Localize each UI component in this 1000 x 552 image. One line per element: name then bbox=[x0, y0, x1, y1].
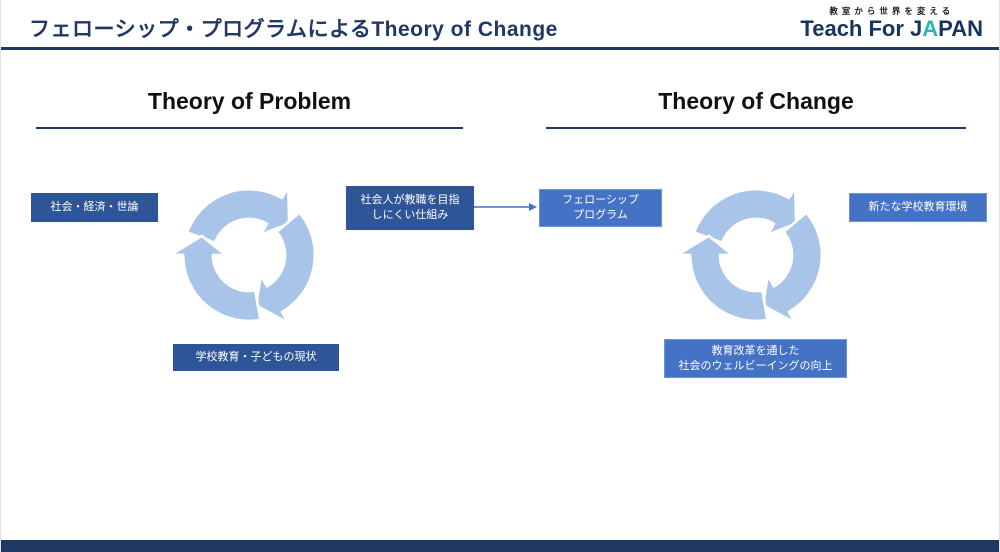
connector-arrow-icon bbox=[474, 203, 537, 211]
panel-heading-change: Theory of Change bbox=[546, 88, 966, 129]
box-school-education-status: 学校教育・子どもの現状 bbox=[173, 344, 339, 371]
cycle-diagram-problem bbox=[168, 185, 334, 340]
cycle-diagram-change bbox=[671, 170, 841, 340]
box-new-school-environment: 新たな学校教育環境 bbox=[849, 193, 987, 222]
brand-name: Teach For JAPAN bbox=[800, 16, 983, 41]
brand-name-accent: A bbox=[922, 16, 939, 41]
brand-name-suffix: PAN bbox=[938, 16, 983, 41]
box-barrier-to-teaching: 社会人が教職を目指 しにくい仕組み bbox=[346, 186, 474, 230]
panel-heading-problem: Theory of Problem bbox=[36, 88, 463, 129]
brand-tagline: 教室から世界を変える bbox=[829, 6, 955, 16]
box-wellbeing-improvement: 教育改革を通した 社会のウェルビーイングの向上 bbox=[664, 339, 847, 378]
footer-bar bbox=[1, 540, 999, 552]
brand-name-prefix: Teach For J bbox=[800, 16, 923, 41]
box-society-economy-opinion: 社会・経済・世論 bbox=[31, 193, 158, 222]
box-fellowship-program: フェローシップ プログラム bbox=[539, 189, 662, 227]
title-underline bbox=[1, 47, 999, 50]
slide-title: フェローシップ・プログラムによるTheory of Change bbox=[29, 18, 558, 41]
brand-logo: 教室から世界を変える Teach For JAPAN bbox=[800, 5, 983, 41]
